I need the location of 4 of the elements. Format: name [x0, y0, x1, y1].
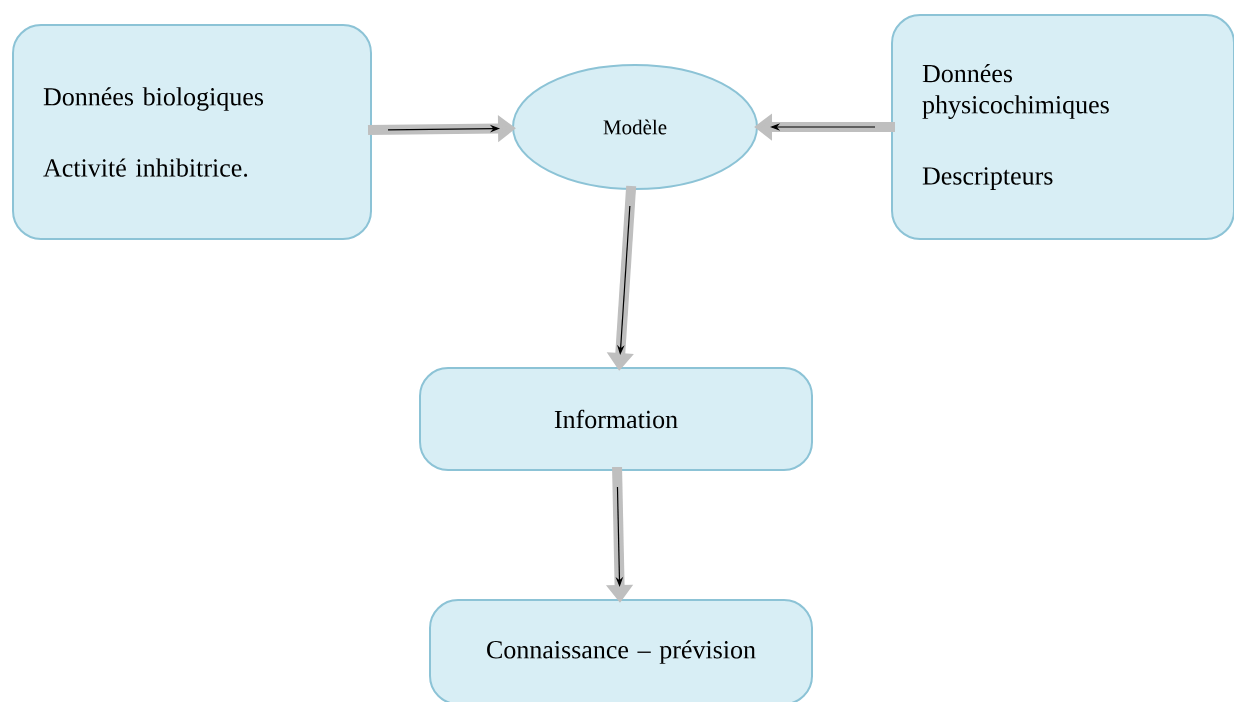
- process-box: Données physicochimiques Descripteurs: [891, 14, 1234, 240]
- process-box: Connaissance – prévision: [429, 599, 813, 702]
- process-box: Information: [419, 367, 813, 471]
- process-box: Données biologiques Activité inhibitrice.: [12, 24, 372, 240]
